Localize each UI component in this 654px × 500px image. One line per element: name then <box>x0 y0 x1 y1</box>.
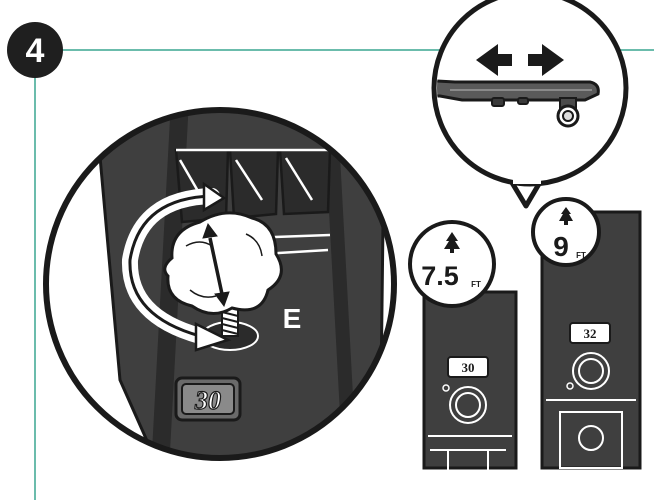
tree-height-badge-7-5ft: 7.5 FT <box>408 220 496 308</box>
embossed-number: 30 <box>194 386 221 415</box>
step-badge: 4 <box>7 22 63 78</box>
knob-magnifier: 30 E <box>43 107 397 461</box>
rotate-arrow-icon <box>121 181 232 352</box>
vertical-arrow-icon <box>202 222 230 308</box>
tree-height-badge-9ft: 9 FT <box>531 197 601 267</box>
step-number: 4 <box>26 32 45 70</box>
pole-label-9ft: 32 <box>584 326 597 341</box>
threaded-bolt <box>221 305 239 337</box>
tree-icon <box>444 232 460 253</box>
tree-icon <box>559 207 573 225</box>
pole-9ft: 32 <box>540 210 642 470</box>
tree-height-unit: FT <box>576 251 586 260</box>
callout-letter: E <box>283 303 302 334</box>
knob-magnifier-circle <box>43 107 397 461</box>
tree-height-unit: FT <box>471 280 481 289</box>
pole-label-plate <box>569 322 611 344</box>
pole-7-5ft: 30 <box>422 290 518 470</box>
pole-label-7-5ft: 30 <box>462 360 475 375</box>
tree-height-value: 7.5 <box>421 261 459 291</box>
double-arrow-icon <box>476 44 564 76</box>
tree-height-value: 9 <box>553 231 569 262</box>
step-badge-circle <box>7 22 63 78</box>
base-magnifier <box>431 0 629 209</box>
caster-wheel <box>556 97 580 128</box>
pole-label-plate <box>447 356 489 378</box>
